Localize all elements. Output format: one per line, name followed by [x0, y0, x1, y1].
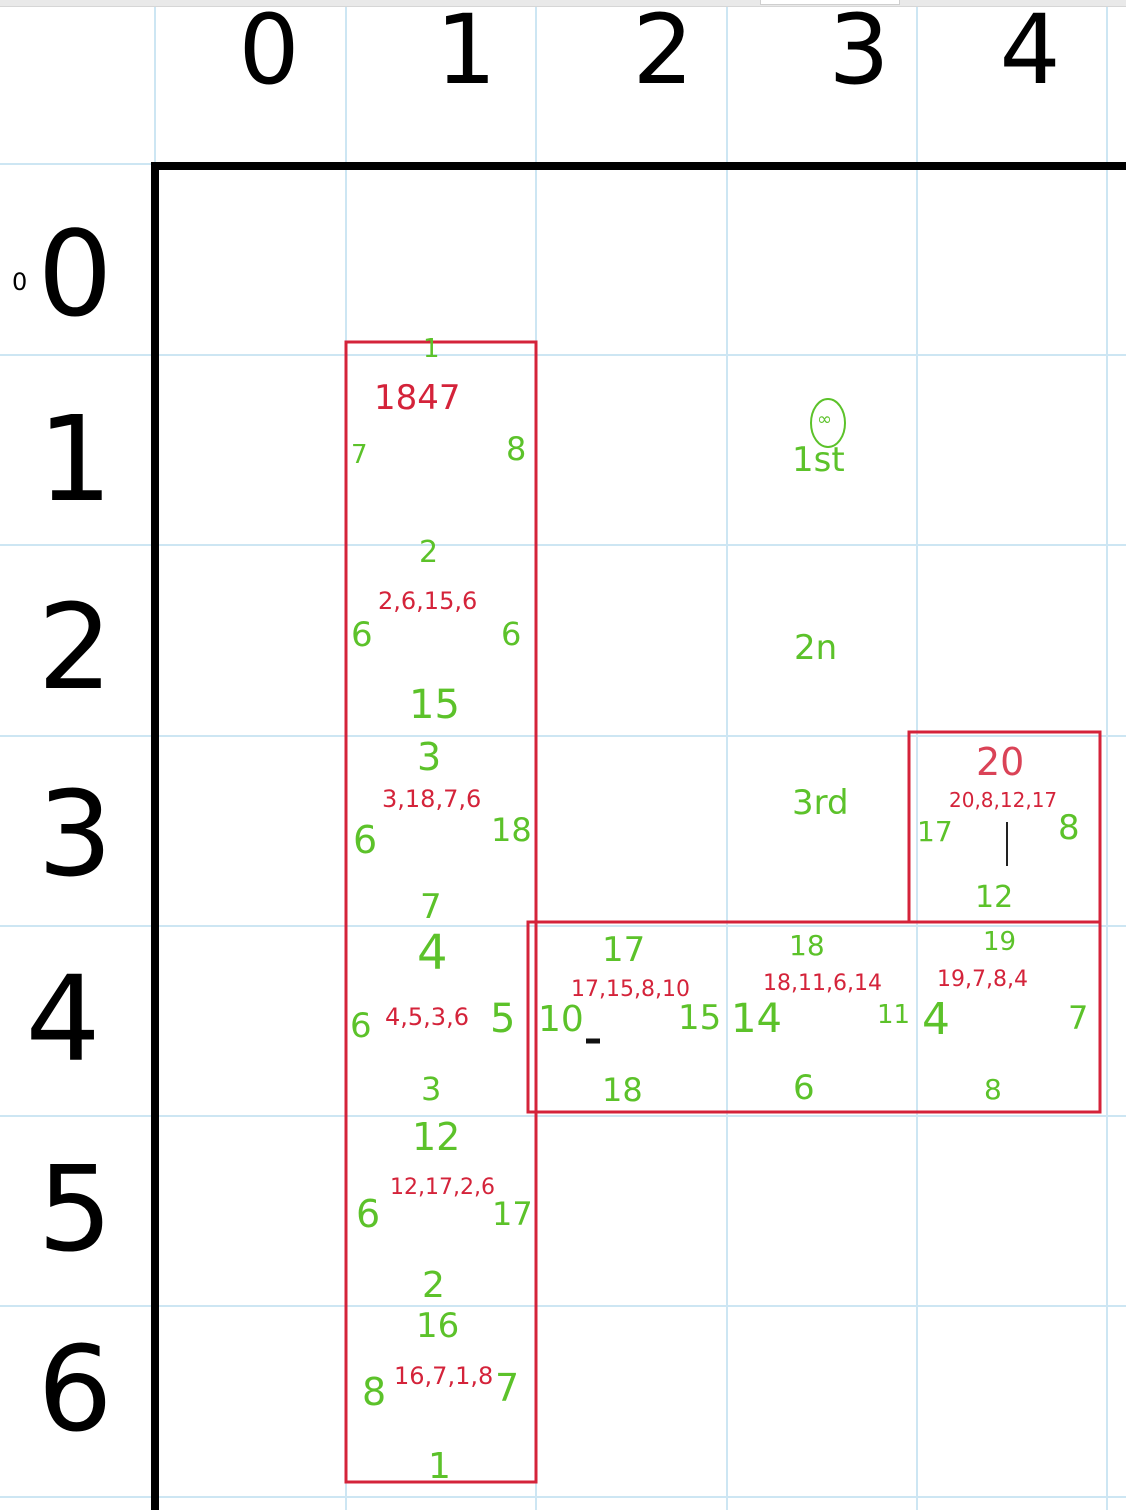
cell-r1c1-id: 1847 — [374, 378, 461, 418]
cell-r3c4-top: 20 — [976, 740, 1025, 784]
cell-r4c1-top: 4 — [417, 925, 448, 981]
row-header-5: 5 — [37, 1140, 113, 1278]
column-header-3: 3 — [828, 0, 890, 106]
label-second: 2n — [794, 628, 838, 668]
cell-r5c1-top: 12 — [412, 1115, 461, 1159]
row-header-4: 4 — [25, 950, 101, 1088]
small-zero-label: 0 — [12, 268, 28, 296]
cell-r5c1-right: 17 — [492, 1195, 533, 1233]
cell-r4c2-right: 15 — [678, 998, 722, 1038]
row-header-1: 1 — [37, 390, 113, 528]
box-column-1 — [344, 340, 538, 1484]
cell-r5c1-id: 12,17,2,6 — [390, 1175, 495, 1200]
window-tab — [760, 0, 900, 5]
cell-r2c1-id: 2,6,15,6 — [378, 587, 478, 615]
box-row-4 — [526, 920, 1102, 1114]
cell-r4c4-bottom: 8 — [984, 1073, 1002, 1106]
cell-r6c1-bottom: 1 — [428, 1446, 451, 1487]
cell-r4c2-id: 17,15,8,10 — [571, 977, 690, 1002]
cell-r2c1-top: 2 — [419, 535, 439, 570]
cell-r4c1-right: 5 — [490, 996, 516, 1042]
circle-mark — [810, 398, 846, 448]
cell-r4c3-bottom: 6 — [793, 1068, 815, 1108]
cell-r2c1-left: 6 — [351, 615, 373, 655]
row-header-2: 2 — [37, 578, 113, 716]
cell-r3c1-bottom: 7 — [420, 887, 442, 927]
cell-r6c1-right: 7 — [495, 1366, 520, 1410]
cell-r4c3-id: 18,11,6,14 — [763, 971, 882, 996]
window-top-strip — [0, 0, 1126, 7]
cell-r4c2-top: 17 — [602, 930, 646, 970]
cell-r3c1-left: 6 — [353, 818, 378, 862]
row-header-3: 3 — [37, 765, 113, 903]
cell-r3c4-bottom: 12 — [975, 880, 1014, 915]
column-header-0: 0 — [238, 0, 300, 106]
column-header-4: 4 — [999, 0, 1061, 106]
cell-r6c1-left: 8 — [362, 1370, 387, 1414]
cell-r4c3-left: 14 — [731, 996, 782, 1042]
row-header-6: 6 — [37, 1320, 113, 1458]
cell-r2c1-right: 6 — [501, 615, 522, 653]
cell-r3c1-right: 18 — [491, 811, 532, 849]
cell-r4c3-top: 18 — [789, 929, 825, 962]
column-header-2: 2 — [632, 0, 694, 106]
cell-r1c1-top: 1 — [423, 334, 440, 364]
cell-r6c1-id: 16,7,1,8 — [394, 1362, 494, 1390]
cell-r4c2-bottom: 18 — [602, 1071, 643, 1109]
column-header-1: 1 — [435, 0, 497, 106]
cell-r4c1-left: 6 — [350, 1006, 372, 1046]
cell-r4c2-left: 10 — [538, 999, 584, 1040]
row-header-0: 0 — [37, 205, 113, 343]
cell-r5c1-bottom: 2 — [422, 1265, 445, 1306]
cell-r4c1-id: 4,5,3,6 — [385, 1003, 469, 1031]
label-first-mark: ∞ — [817, 409, 832, 430]
cell-r3c4-right: 8 — [1058, 808, 1080, 848]
cell-r2c1-bottom: 15 — [409, 682, 460, 728]
cell-r1c1-left: 7 — [351, 440, 368, 470]
cell-r1c1-right: 8 — [506, 430, 527, 468]
label-first: 1st — [792, 440, 845, 480]
cell-r4c1-bottom: 3 — [421, 1070, 442, 1108]
cell-r4c4-right: 7 — [1068, 999, 1089, 1037]
cell-r3c4-id: 20,8,12,17 — [949, 788, 1058, 812]
label-third: 3rd — [792, 783, 849, 823]
cell-r3c1-id: 3,18,7,6 — [382, 785, 482, 813]
cell-r6c1-top: 16 — [416, 1306, 460, 1346]
cell-r4c4-id: 19,7,8,4 — [937, 967, 1028, 992]
cell-r4c3-right: 11 — [877, 1000, 911, 1030]
cell-r3c4-left: 17 — [917, 815, 953, 848]
cell-r4c4-top: 19 — [983, 927, 1017, 957]
cell-r5c1-left: 6 — [356, 1192, 381, 1236]
cell-r3c1-top: 3 — [417, 735, 442, 779]
cell-r4c4-left: 4 — [922, 994, 950, 1045]
